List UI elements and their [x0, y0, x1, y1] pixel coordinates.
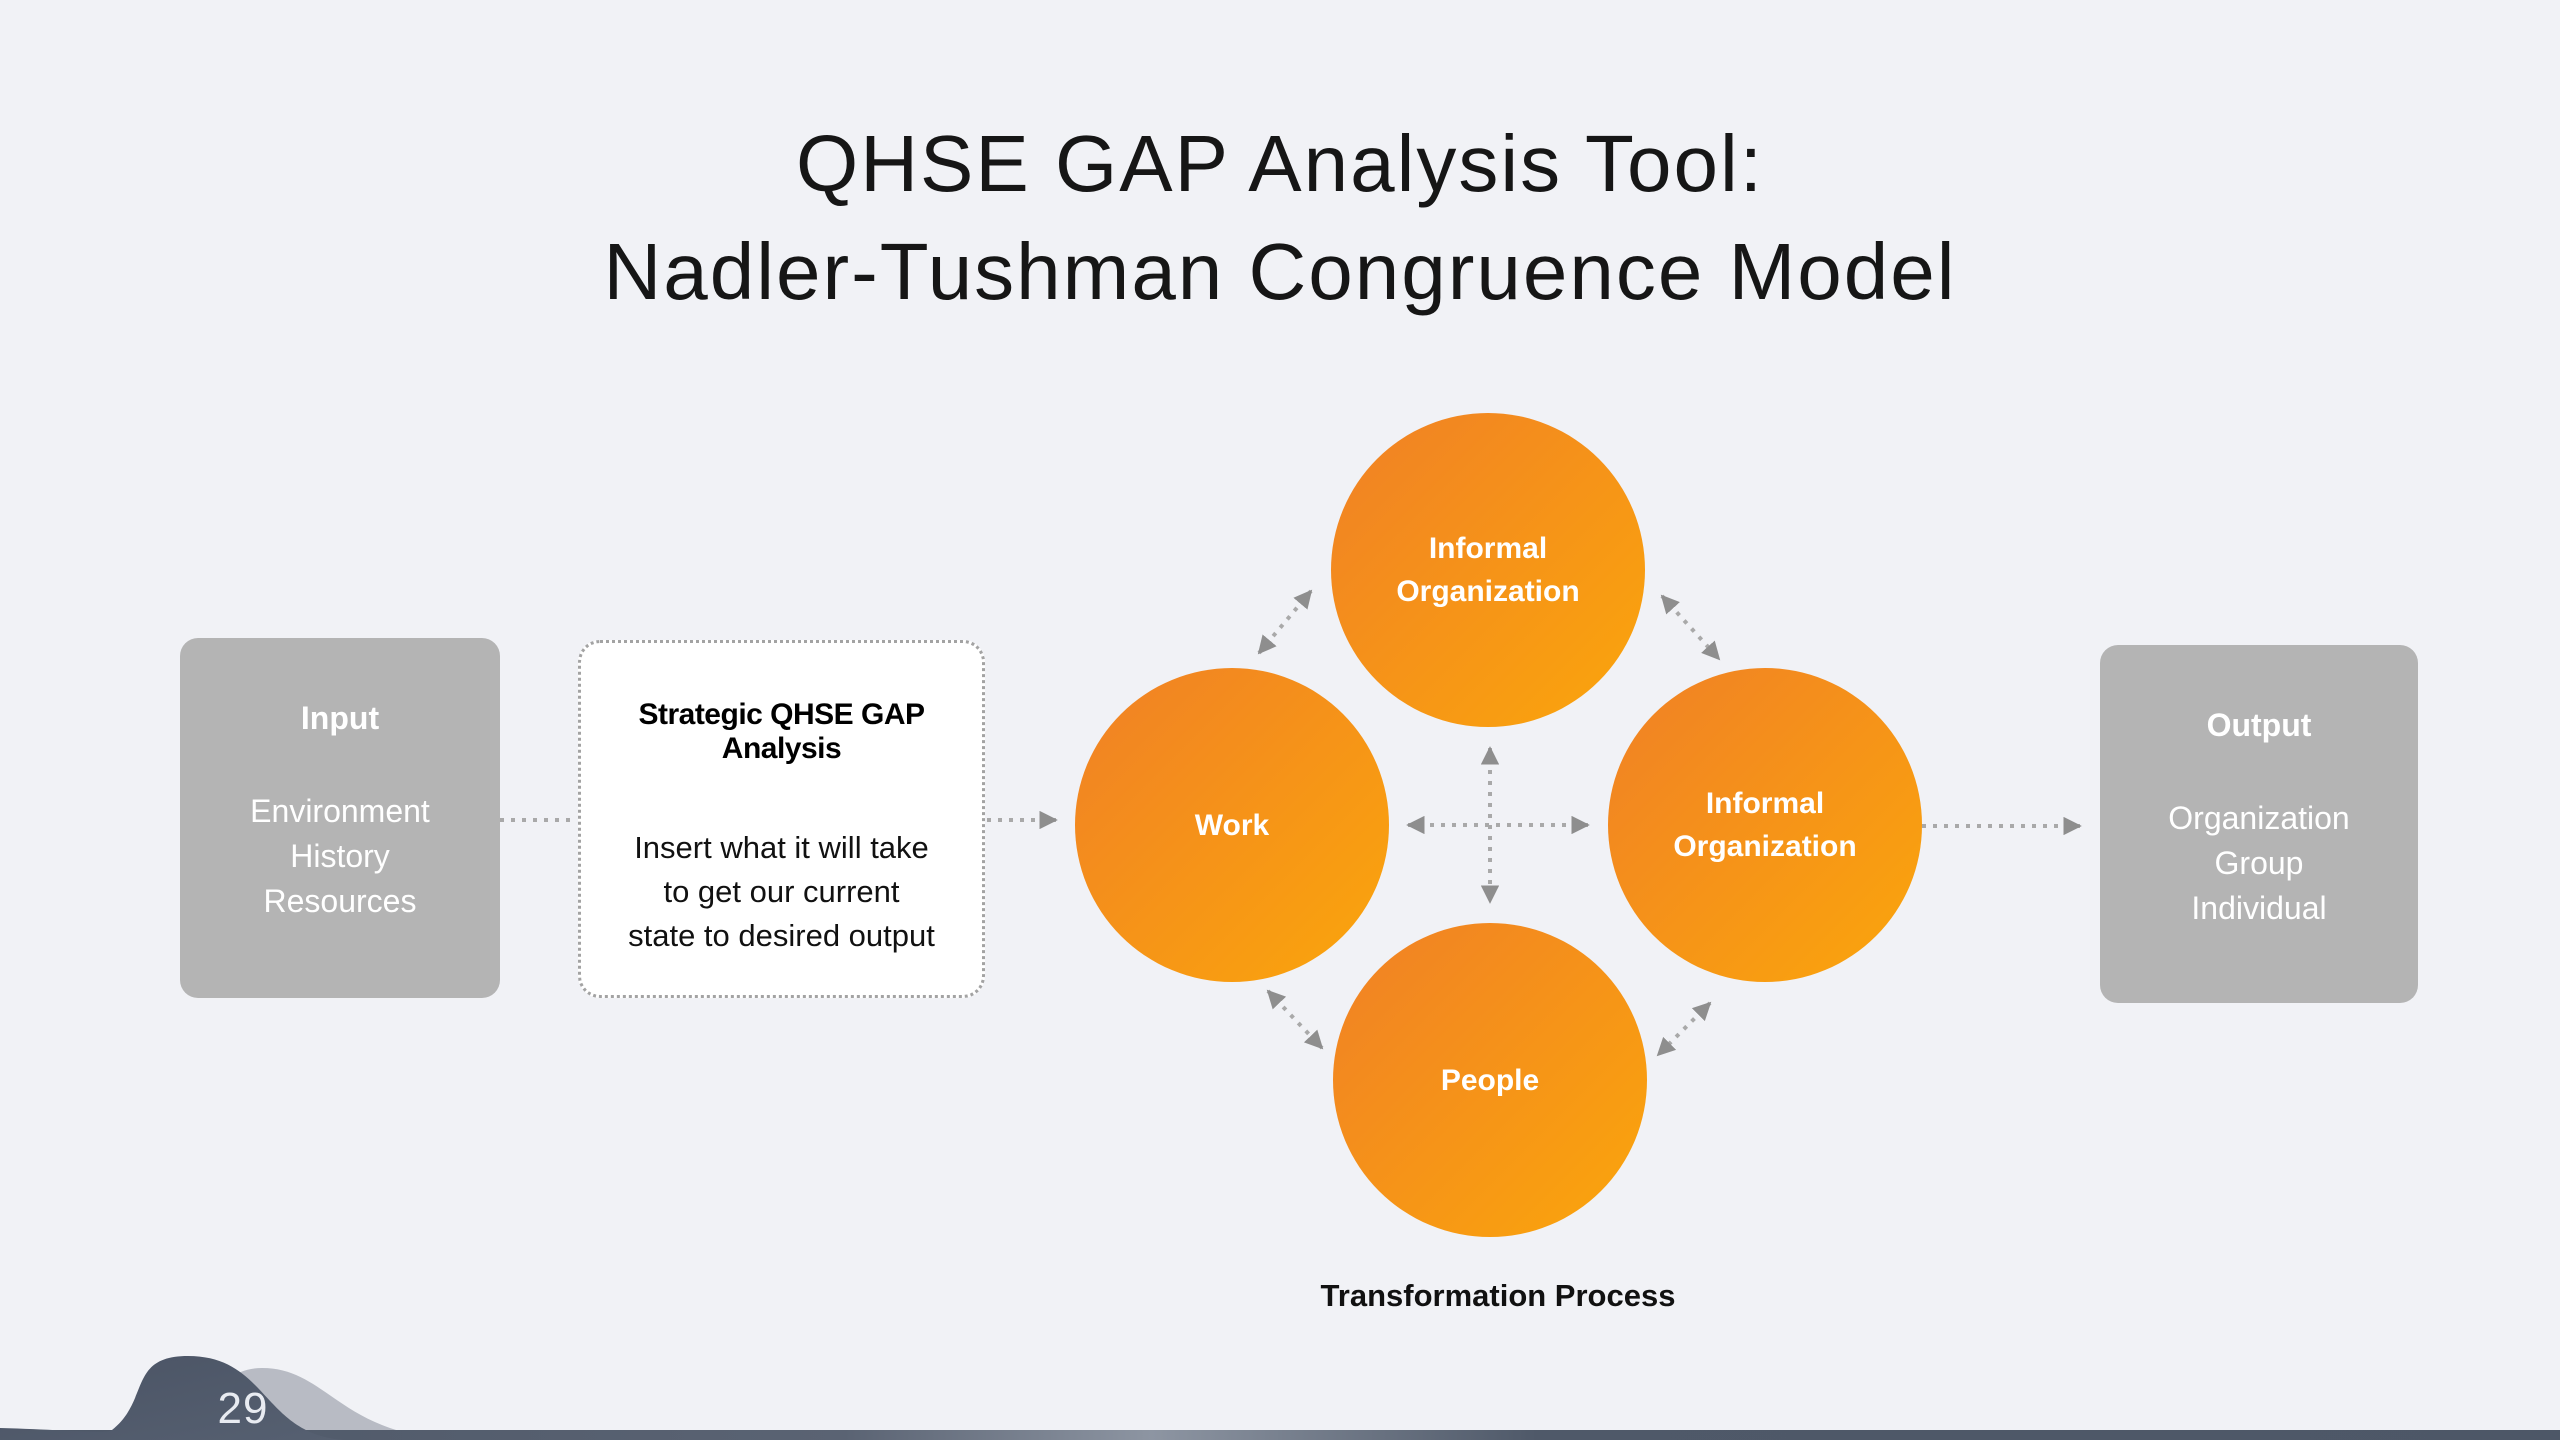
gap-box-title: Strategic QHSE GAP Analysis	[638, 698, 925, 765]
gap-line-2: to get our current	[663, 874, 900, 909]
output-box-title: Output	[2206, 707, 2312, 743]
output-line-group: Group	[2214, 845, 2304, 881]
connector-diagonal-top-right	[1660, 594, 1721, 661]
title-line-1: QHSE GAP Analysis Tool:	[796, 118, 1764, 208]
gap-box-body: Insert what it will take to get our curr…	[581, 826, 982, 958]
input-line-environment: Environment	[250, 793, 430, 829]
input-line-history: History	[290, 838, 390, 874]
transformation-process-caption: Transformation Process	[1320, 1278, 1676, 1313]
output-box: Output Organization Group Individual	[2100, 645, 2418, 1003]
circle-right-label-line1: Informal	[1705, 787, 1825, 820]
input-box: Input Environment History Resources	[180, 638, 500, 998]
connector-diagonal-work-people	[1266, 989, 1324, 1050]
output-line-organization: Organization	[2168, 800, 2350, 836]
circle-work-label: Work	[1194, 808, 1270, 842]
gap-line-3: state to desired output	[628, 918, 935, 953]
gap-line-1: Insert what it will take	[634, 830, 929, 865]
input-box-body: Environment History Resources	[180, 789, 500, 924]
footer-wave	[0, 1356, 2560, 1440]
circle-people-label: People	[1440, 1063, 1540, 1097]
input-line-resources: Resources	[263, 883, 417, 919]
output-line-individual: Individual	[2191, 890, 2327, 926]
circle-top-label-line2: Organization	[1396, 575, 1580, 608]
footer-bar	[0, 1430, 2560, 1440]
slide-title: QHSE GAP Analysis Tool: Nadler-Tushman C…	[0, 110, 2560, 326]
output-box-body: Organization Group Individual	[2100, 796, 2418, 931]
circle-work: Work	[1075, 668, 1389, 982]
circle-right-label-line2: Organization	[1673, 830, 1857, 863]
footer-wave-main	[0, 1356, 344, 1440]
connector-diagonal-work-top	[1257, 589, 1313, 655]
circle-informal-organization-right: Informal Organization	[1608, 668, 1922, 982]
connector-diagonal-people-right	[1656, 1001, 1712, 1057]
page-number: 29	[217, 1384, 269, 1433]
circle-informal-organization-top: Informal Organization	[1331, 413, 1645, 727]
strategic-gap-analysis-box: Strategic QHSE GAP Analysis Insert what …	[578, 640, 985, 998]
title-line-2: Nadler-Tushman Congruence Model	[603, 226, 1957, 316]
circle-top-label-line1: Informal	[1428, 532, 1548, 565]
input-box-title: Input	[300, 700, 380, 736]
circle-people: People	[1333, 923, 1647, 1237]
